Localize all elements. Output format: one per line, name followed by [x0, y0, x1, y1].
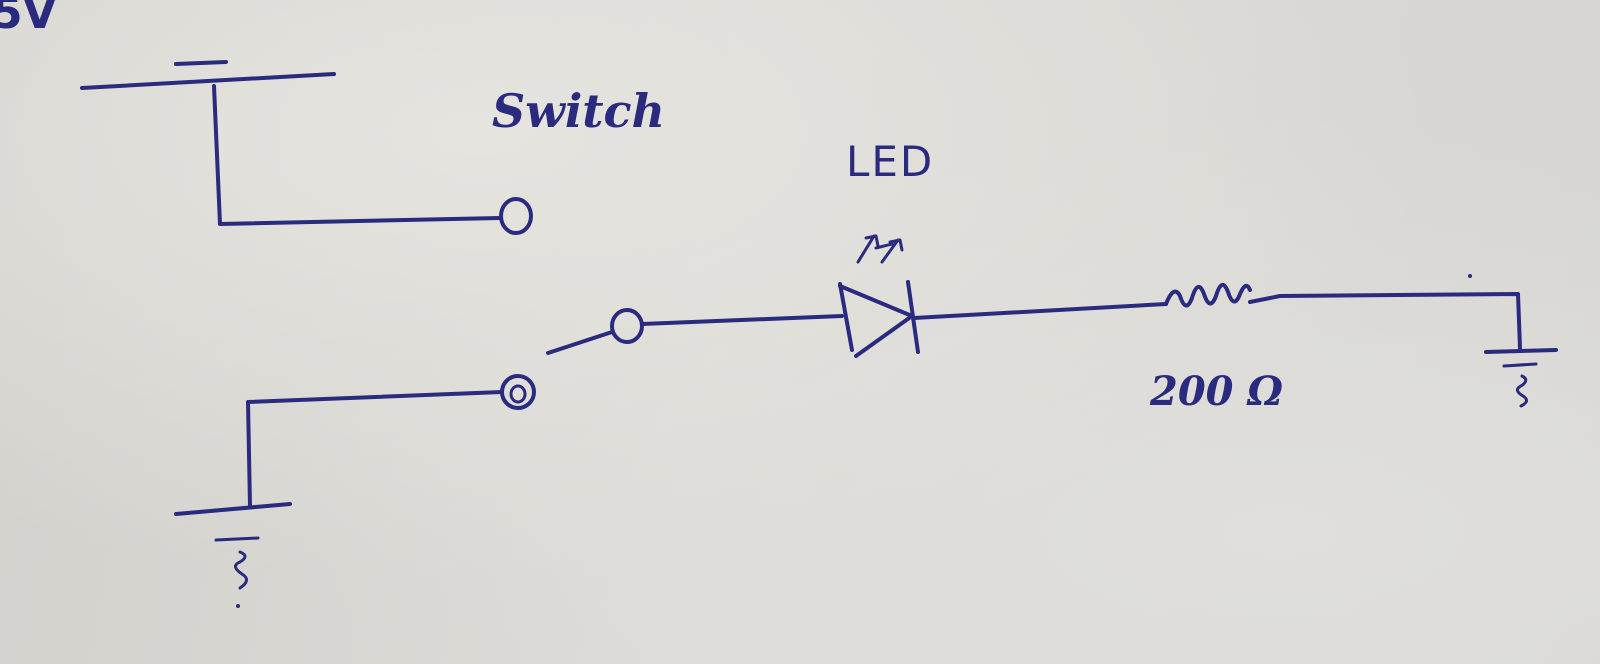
switch-top-terminal [499, 197, 533, 235]
ground-symbol-right [1484, 348, 1558, 408]
switch-symbol [499, 197, 644, 410]
wire-supply-to-switch [212, 84, 502, 226]
wire-switch-to-led [640, 314, 844, 326]
switch-label: Switch [492, 84, 665, 138]
resistor-value-label: 200 Ω [1150, 368, 1284, 415]
wire-led-to-resistor [912, 302, 1168, 320]
ground-symbol-left [174, 502, 292, 608]
led-symbol [838, 234, 920, 358]
supply-voltage-label: 5V [0, 0, 57, 39]
led-label: LED [846, 137, 935, 186]
switch-lever [546, 330, 614, 355]
supply-symbol [80, 60, 336, 90]
switch-common-terminal [610, 308, 644, 344]
wire-resistor-to-ground [1248, 292, 1522, 350]
resistor-symbol [1164, 283, 1252, 308]
wire-switch-to-ground [246, 390, 504, 508]
